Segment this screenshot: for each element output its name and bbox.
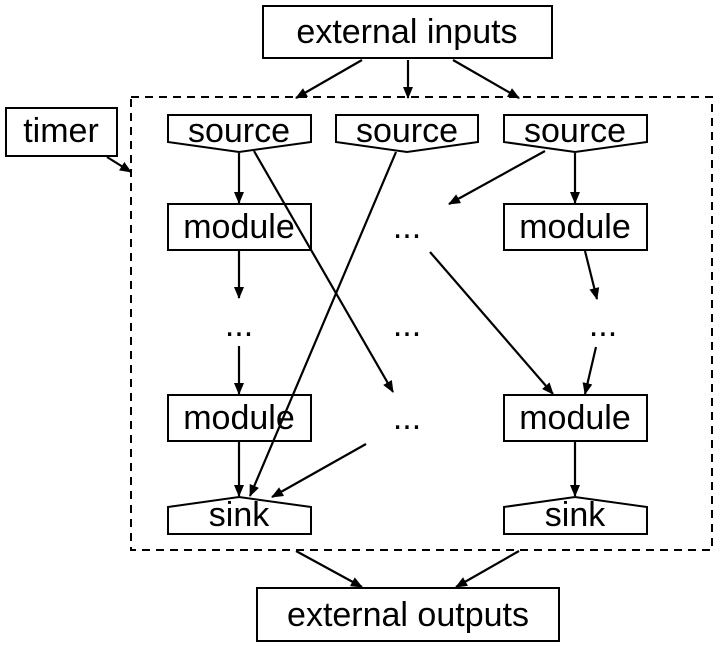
edge-source-3-to-ellipsis-center-top (448, 150, 546, 205)
sink-label-right: sink (545, 496, 606, 534)
module-right-bottom: module (503, 394, 648, 442)
edge-ellipsis-right-to-module-right-bottom (582, 346, 598, 395)
module-label-left-bottom: module (183, 399, 295, 437)
ellipsis-center-bottom: ... (393, 399, 421, 437)
edge-inputs-to-source-3 (452, 59, 520, 99)
external-inputs-node: external inputs (262, 5, 553, 59)
ellipsis-center-top: ... (393, 208, 421, 246)
edge-source-2-to-sink-left (248, 151, 398, 497)
source-label-1: source (188, 112, 290, 150)
external-outputs-label: external outputs (287, 596, 529, 634)
module-left-top: module (167, 203, 312, 251)
external-outputs-node: external outputs (256, 587, 560, 642)
ellipsis-right-mid: ... (589, 306, 617, 344)
source-label-2: source (356, 112, 458, 150)
timer-label: timer (23, 112, 99, 150)
system-boundary (130, 96, 713, 551)
module-label-right-bottom: module (519, 399, 631, 437)
edge-module-right-top-to-ellipsis (583, 250, 600, 300)
source-label-3: source (524, 112, 626, 150)
module-left-bottom: module (167, 394, 312, 442)
edge-timer-to-system (106, 156, 132, 173)
source-node-3: source (503, 112, 648, 154)
sink-label-left: sink (209, 496, 270, 534)
edge-ellipsis-center-bottom-to-sink-left (271, 443, 367, 498)
external-inputs-label: external inputs (296, 13, 517, 51)
module-label-left-top: module (183, 208, 295, 246)
timer-node: timer (5, 107, 118, 157)
ellipsis-left-mid: ... (225, 306, 253, 344)
edge-source-1-to-ellipsis-center-bottom (253, 150, 394, 393)
edge-system-to-outputs-right (455, 550, 520, 588)
sink-right: sink (503, 495, 648, 535)
ellipsis-center-mid: ... (393, 306, 421, 344)
edge-system-to-outputs-left (295, 550, 363, 588)
module-label-right-top: module (519, 208, 631, 246)
sink-left: sink (167, 495, 312, 535)
source-node-1: source (167, 112, 312, 154)
edge-inputs-to-source-1 (295, 59, 363, 99)
source-node-2: source (335, 112, 479, 154)
edge-ellipsis-center-top-to-module-right-bottom (429, 251, 554, 395)
module-right-top: module (503, 203, 648, 251)
